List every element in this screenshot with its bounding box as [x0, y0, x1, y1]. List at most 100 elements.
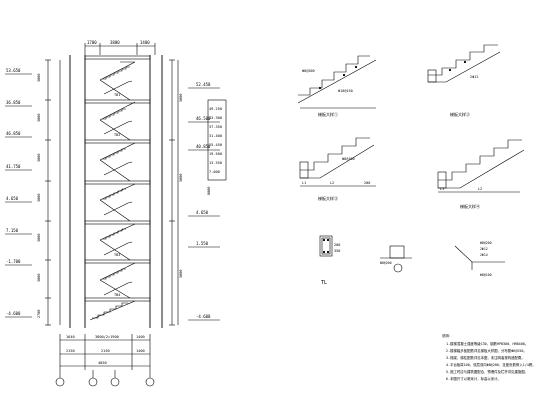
- detail-3-dim-1: L1: [302, 181, 306, 185]
- left-dim-4: 3000: [37, 194, 41, 202]
- stair-details: Φ8@200 Φ10@150 梯板大样① 2Φ12 梯板大样② L1 L2 20…: [297, 44, 525, 286]
- notes-line-2: 2.楼梯踏步板配筋详见梯板大样图，分布筋Φ6@250。: [446, 348, 527, 353]
- left-elev-6: 7.150: [6, 228, 19, 233]
- level-5: 25.450: [209, 143, 222, 147]
- level-6: 19.500: [209, 152, 222, 156]
- right-dim-1: 3000: [179, 94, 183, 102]
- beam-label: TL: [321, 280, 327, 286]
- far-right-dim: 8800: [207, 187, 211, 195]
- level-4: 31.400: [209, 134, 222, 138]
- bottom-dim-1: 1640: [66, 335, 75, 339]
- level-table: 49.250 43.300 37.350 31.400 25.450 19.50…: [207, 99, 227, 181]
- level-8: 7.600: [209, 170, 220, 174]
- level-7: 13.550: [209, 161, 222, 165]
- general-notes: 说明： 1.楼梯混凝土强度等级C30，钢筋HPB300、HRB400。 2.楼梯…: [442, 333, 536, 381]
- stair-flights: [89, 61, 136, 321]
- right-dim-2: 3000: [179, 174, 183, 182]
- left-dimension-chain: 3000 3000 3000 3000 3000 3000 2700: [37, 59, 61, 326]
- bottom-dim-6: 1400: [136, 349, 145, 353]
- left-elevations: 53.650 36.850 46.850 41.750 4.650 7.150 …: [6, 68, 21, 316]
- level-2: 43.300: [209, 116, 222, 120]
- axis-bubble-3: [110, 377, 120, 387]
- left-elev-5: 4.650: [6, 196, 19, 201]
- detail-3-label: 梯板大样③: [318, 195, 338, 201]
- floor-slabs: [84, 55, 151, 302]
- flight-note-1: TB1: [114, 93, 120, 97]
- bar-callout-2: 2Φ12: [480, 247, 488, 251]
- right-elev-4: 4.650: [196, 210, 209, 215]
- right-elev-6: -4.600: [196, 314, 211, 319]
- bar-callout-3: 2Φ14: [480, 253, 488, 257]
- level-1: 49.250: [209, 107, 222, 111]
- axis-bubble-2: [88, 377, 98, 387]
- right-elev-3: 40.850: [196, 144, 211, 149]
- bottom-dim-2: 3800/2=1900: [95, 335, 119, 339]
- flight-notes: TB1 TB2 TB3 TB4: [114, 93, 120, 297]
- small-detail-callout: Φ8@200: [380, 261, 392, 265]
- flight-note-3: TB3: [114, 253, 120, 257]
- left-elev-1: 53.650: [6, 68, 21, 73]
- bar-callout-1: Φ8@200: [480, 241, 492, 245]
- bar-detail: Φ8@200 2Φ12 2Φ14 Φ8@100: [454, 241, 505, 277]
- left-dim-1: 3000: [37, 74, 41, 82]
- detail-4-label: 梯板大样④: [460, 203, 480, 209]
- left-elevation-leaders: [5, 73, 32, 318]
- detail-1: Φ8@200 Φ10@150 梯板大样①: [297, 55, 377, 117]
- small-detail: Φ8@200: [380, 245, 412, 273]
- bottom-dim-3: 1400: [136, 335, 145, 339]
- detail-1-callout: Φ8@200: [302, 69, 315, 73]
- left-dim-5: 3000: [37, 234, 41, 242]
- beam-section: 200 350 TL: [319, 235, 340, 286]
- left-dim-6: 3000: [37, 274, 41, 282]
- beam-dim-2: 350: [334, 249, 340, 253]
- bottom-dimensions: 1640 3800/2=1900 1400 2150 2150 1400 485…: [59, 334, 151, 370]
- detail-4-dim-1: L1: [440, 187, 444, 191]
- bottom-dim-5: 2150: [101, 349, 110, 353]
- left-elev-3: 46.850: [6, 131, 21, 136]
- detail-3-dim-2: L2: [330, 181, 334, 185]
- right-elevations: 52.450 46.500 40.850 4.650 1.550 -4.600: [196, 82, 211, 319]
- detail-4-dim-2: L2: [478, 187, 482, 191]
- top-dimensions: 1700 3800 1400: [84, 40, 156, 55]
- detail-1-callout-2: Φ10@150: [338, 89, 353, 93]
- notes-line-1: 1.楼梯混凝土强度等级C30，钢筋HPB300、HRB400。: [446, 341, 528, 346]
- right-dimension-chain: 3000 3000 3000 8800: [169, 59, 211, 326]
- level-3: 37.350: [209, 125, 222, 129]
- left-elev-7: -1.700: [6, 259, 21, 264]
- notes-title: 说明：: [442, 333, 452, 338]
- right-elevation-leaders: [188, 87, 220, 321]
- detail-2: 2Φ12 梯板大样②: [427, 44, 501, 117]
- bottom-total: 4850: [98, 361, 107, 365]
- notes-line-4: 4.平台板厚100，双层双向Φ8@200，支座负筋伸入1/4跨。: [446, 362, 536, 367]
- left-dim-3: 3000: [37, 154, 41, 162]
- beam-dim-1: 200: [334, 243, 340, 247]
- left-elev-4: 41.750: [6, 164, 21, 169]
- top-dim-2: 3800: [110, 40, 120, 45]
- detail-1-label: 梯板大样①: [318, 111, 338, 117]
- top-dim-1: 1700: [87, 40, 97, 45]
- right-elev-1: 52.450: [196, 82, 211, 87]
- left-dim-7: 2700: [37, 310, 41, 318]
- stair-section: 1700 3800 1400: [5, 40, 227, 387]
- flight-note-2: TB2: [114, 133, 120, 137]
- detail-2-label: 梯板大样②: [450, 111, 470, 117]
- right-elev-2: 46.500: [196, 116, 211, 121]
- left-elev-8: -4.600: [6, 311, 21, 316]
- detail-2-callout: 2Φ12: [470, 75, 478, 79]
- notes-line-3: 3.梯梁、梯柱配筋详见本图，未注明者按构造配置。: [446, 355, 525, 360]
- bar-callout-4: Φ8@100: [480, 273, 492, 277]
- axis-bubbles: [55, 370, 155, 387]
- left-elev-2: 36.850: [6, 100, 21, 105]
- detail-3-dim-3: 200: [364, 181, 370, 185]
- detail-3-callout: Φ8@100: [342, 157, 355, 161]
- notes-line-6: 6.本图尺寸以毫米计，标高以米计。: [446, 376, 501, 381]
- right-elev-5: 1.550: [196, 241, 209, 246]
- top-dim-3: 1400: [140, 40, 150, 45]
- detail-4: L1 L2 梯板大样④: [437, 139, 525, 209]
- detail-3: L1 L2 200 Φ8@100 梯板大样③: [299, 137, 376, 201]
- bottom-dim-4: 2150: [66, 349, 75, 353]
- right-dim-3: 3000: [179, 270, 183, 278]
- axis-bubble-4: [145, 377, 155, 387]
- flight-note-4: TB4: [114, 293, 120, 297]
